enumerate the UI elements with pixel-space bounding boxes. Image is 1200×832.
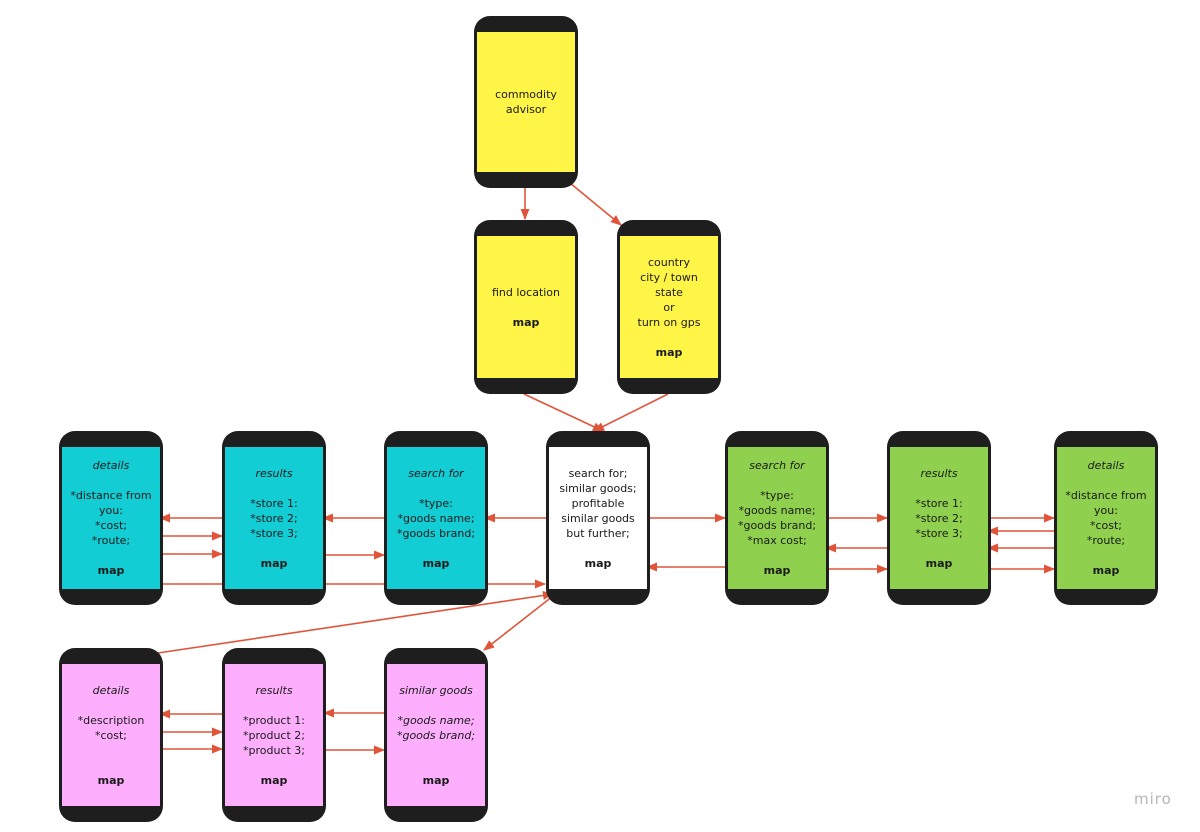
detail-line-1: *description	[77, 713, 145, 727]
search-line-1: *type:	[760, 489, 794, 502]
similar-line-2: *goods brand;	[396, 728, 476, 742]
phone-search-center[interactable]: search for; similar goods; profitable si…	[546, 431, 650, 605]
country-line-1: country	[647, 255, 691, 269]
arrow-advisor-to-country	[569, 182, 622, 226]
detail-line-2: *cost;	[94, 728, 128, 742]
phone-green-search[interactable]: search for *type: *goods name; *goods br…	[725, 431, 829, 605]
detail-line-1: *distance from	[70, 489, 152, 502]
screen-title: results	[255, 466, 293, 480]
detail-line-2: you:	[99, 504, 123, 517]
screen-commodity-advisor: commodity advisor	[477, 32, 575, 172]
screen-find-location: find location map	[477, 236, 575, 378]
center-line-3: profitable	[571, 496, 625, 510]
map-label: map	[512, 315, 540, 329]
screen-title: details	[92, 459, 130, 472]
screen-title: details	[1087, 459, 1125, 472]
country-line-5: turn on gps	[637, 315, 701, 329]
center-line-5: but further;	[566, 526, 630, 540]
screen-pink-similar: similar goods *goods name; *goods brand;…	[387, 664, 485, 806]
map-label: map	[655, 345, 683, 359]
screen-cyan-details: details *distance from you: *cost; *rout…	[62, 447, 160, 589]
map-label: map	[763, 564, 791, 577]
phone-commodity-advisor[interactable]: commodity advisor	[474, 16, 578, 188]
result-line-3: *product 3;	[242, 743, 305, 757]
screen-search-center: search for; similar goods; profitable si…	[549, 447, 647, 589]
screen-country-select: country city / town state or turn on gps…	[620, 236, 718, 378]
country-line-4: or	[663, 300, 675, 314]
map-label: map	[925, 556, 953, 570]
search-line-2: *goods name;	[738, 504, 816, 517]
phone-find-location[interactable]: find location map	[474, 220, 578, 394]
detail-line-1: *distance from	[1065, 489, 1147, 502]
result-line-1: *store 1:	[915, 496, 963, 510]
phone-cyan-details[interactable]: details *distance from you: *cost; *rout…	[59, 431, 163, 605]
screen-title: similar goods	[399, 683, 473, 697]
phone-country-select[interactable]: country city / town state or turn on gps…	[617, 220, 721, 394]
result-line-2: *store 2;	[250, 511, 298, 525]
map-label: map	[97, 564, 125, 577]
map-label: map	[97, 773, 125, 787]
result-line-3: *store 3;	[915, 526, 963, 540]
center-line-4: similar goods	[561, 511, 635, 525]
arrow-find-location-to-search	[523, 393, 605, 432]
find-location-label: find location	[491, 285, 561, 299]
search-line-3: *goods brand;	[396, 526, 476, 540]
country-line-2: city / town	[640, 270, 698, 284]
screen-title: search for	[749, 459, 805, 472]
arrow-pink-details-to-center	[157, 591, 555, 654]
center-line-1: search for;	[568, 466, 628, 480]
center-line-2: similar goods;	[559, 481, 637, 495]
map-label: map	[1092, 564, 1120, 577]
phone-green-details[interactable]: details *distance from you: *cost; *rout…	[1054, 431, 1158, 605]
screen-title: details	[92, 683, 130, 697]
screen-green-search: search for *type: *goods name; *goods br…	[728, 447, 826, 589]
search-line-1: *type:	[419, 496, 453, 510]
detail-line-3: *cost;	[1089, 519, 1123, 532]
screen-cyan-search: search for *type: *goods name; *goods br…	[387, 447, 485, 589]
advisor-line-2: advisor	[505, 103, 547, 116]
result-line-1: *product 1:	[242, 713, 305, 727]
phone-cyan-results[interactable]: results *store 1: *store 2; *store 3; ma…	[222, 431, 326, 605]
map-label: map	[584, 556, 612, 570]
map-label: map	[260, 556, 288, 570]
similar-line-1: *goods name;	[397, 713, 475, 727]
map-label: map	[422, 556, 450, 570]
screen-title: results	[920, 466, 958, 480]
screen-pink-details: details *description *cost; map	[62, 664, 160, 806]
result-line-3: *store 3;	[250, 526, 298, 540]
screen-cyan-results: results *store 1: *store 2; *store 3; ma…	[225, 447, 323, 589]
screen-green-results: results *store 1: *store 2; *store 3; ma…	[890, 447, 988, 589]
screen-pink-results: results *product 1: *product 2; *product…	[225, 664, 323, 806]
arrow-center-to-pink-similar	[483, 595, 554, 651]
result-line-1: *store 1:	[250, 496, 298, 510]
search-line-2: *goods name;	[397, 511, 475, 525]
miro-watermark: miro	[1134, 790, 1172, 808]
map-label: map	[260, 773, 288, 787]
phone-pink-results[interactable]: results *product 1: *product 2; *product…	[222, 648, 326, 822]
result-line-2: *product 2;	[242, 728, 305, 742]
detail-line-4: *route;	[91, 534, 131, 547]
arrow-country-to-search	[592, 393, 669, 432]
country-line-3: state	[655, 285, 683, 299]
phone-green-results[interactable]: results *store 1: *store 2; *store 3; ma…	[887, 431, 991, 605]
advisor-line-1: commodity	[495, 88, 557, 101]
map-label: map	[422, 773, 450, 787]
phone-pink-details[interactable]: details *description *cost; map	[59, 648, 163, 822]
search-line-3: *goods brand;	[737, 519, 817, 532]
detail-line-3: *cost;	[94, 519, 128, 532]
screen-green-details: details *distance from you: *cost; *rout…	[1057, 447, 1155, 589]
detail-line-2: you:	[1094, 504, 1118, 517]
result-line-2: *store 2;	[915, 511, 963, 525]
detail-line-4: *route;	[1086, 534, 1126, 547]
phone-pink-similar[interactable]: similar goods *goods name; *goods brand;…	[384, 648, 488, 822]
search-line-4: *max cost;	[747, 534, 807, 547]
screen-title: search for	[408, 466, 464, 480]
phone-cyan-search[interactable]: search for *type: *goods name; *goods br…	[384, 431, 488, 605]
screen-title: results	[255, 683, 293, 697]
